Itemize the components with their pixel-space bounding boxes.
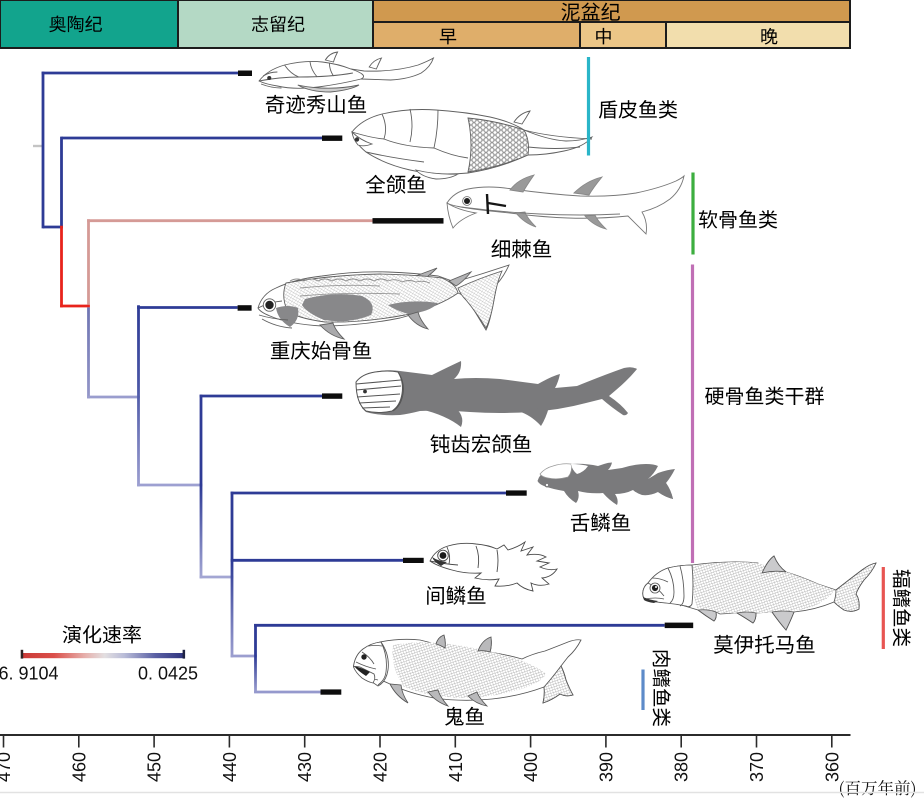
svg-text:390: 390 (596, 752, 616, 782)
svg-text:400: 400 (521, 752, 541, 782)
svg-text:450: 450 (145, 752, 165, 782)
svg-text:370: 370 (747, 752, 767, 782)
svg-text:470: 470 (0, 752, 14, 782)
svg-text:6. 9104: 6. 9104 (0, 664, 59, 684)
svg-text:460: 460 (69, 752, 89, 782)
svg-text:380: 380 (672, 752, 692, 782)
svg-text:410: 410 (446, 752, 466, 782)
svg-text:440: 440 (220, 752, 240, 782)
svg-text:420: 420 (371, 752, 391, 782)
svg-text:360: 360 (822, 752, 842, 782)
svg-text:430: 430 (295, 752, 315, 782)
svg-text:0. 0425: 0. 0425 (138, 664, 198, 684)
